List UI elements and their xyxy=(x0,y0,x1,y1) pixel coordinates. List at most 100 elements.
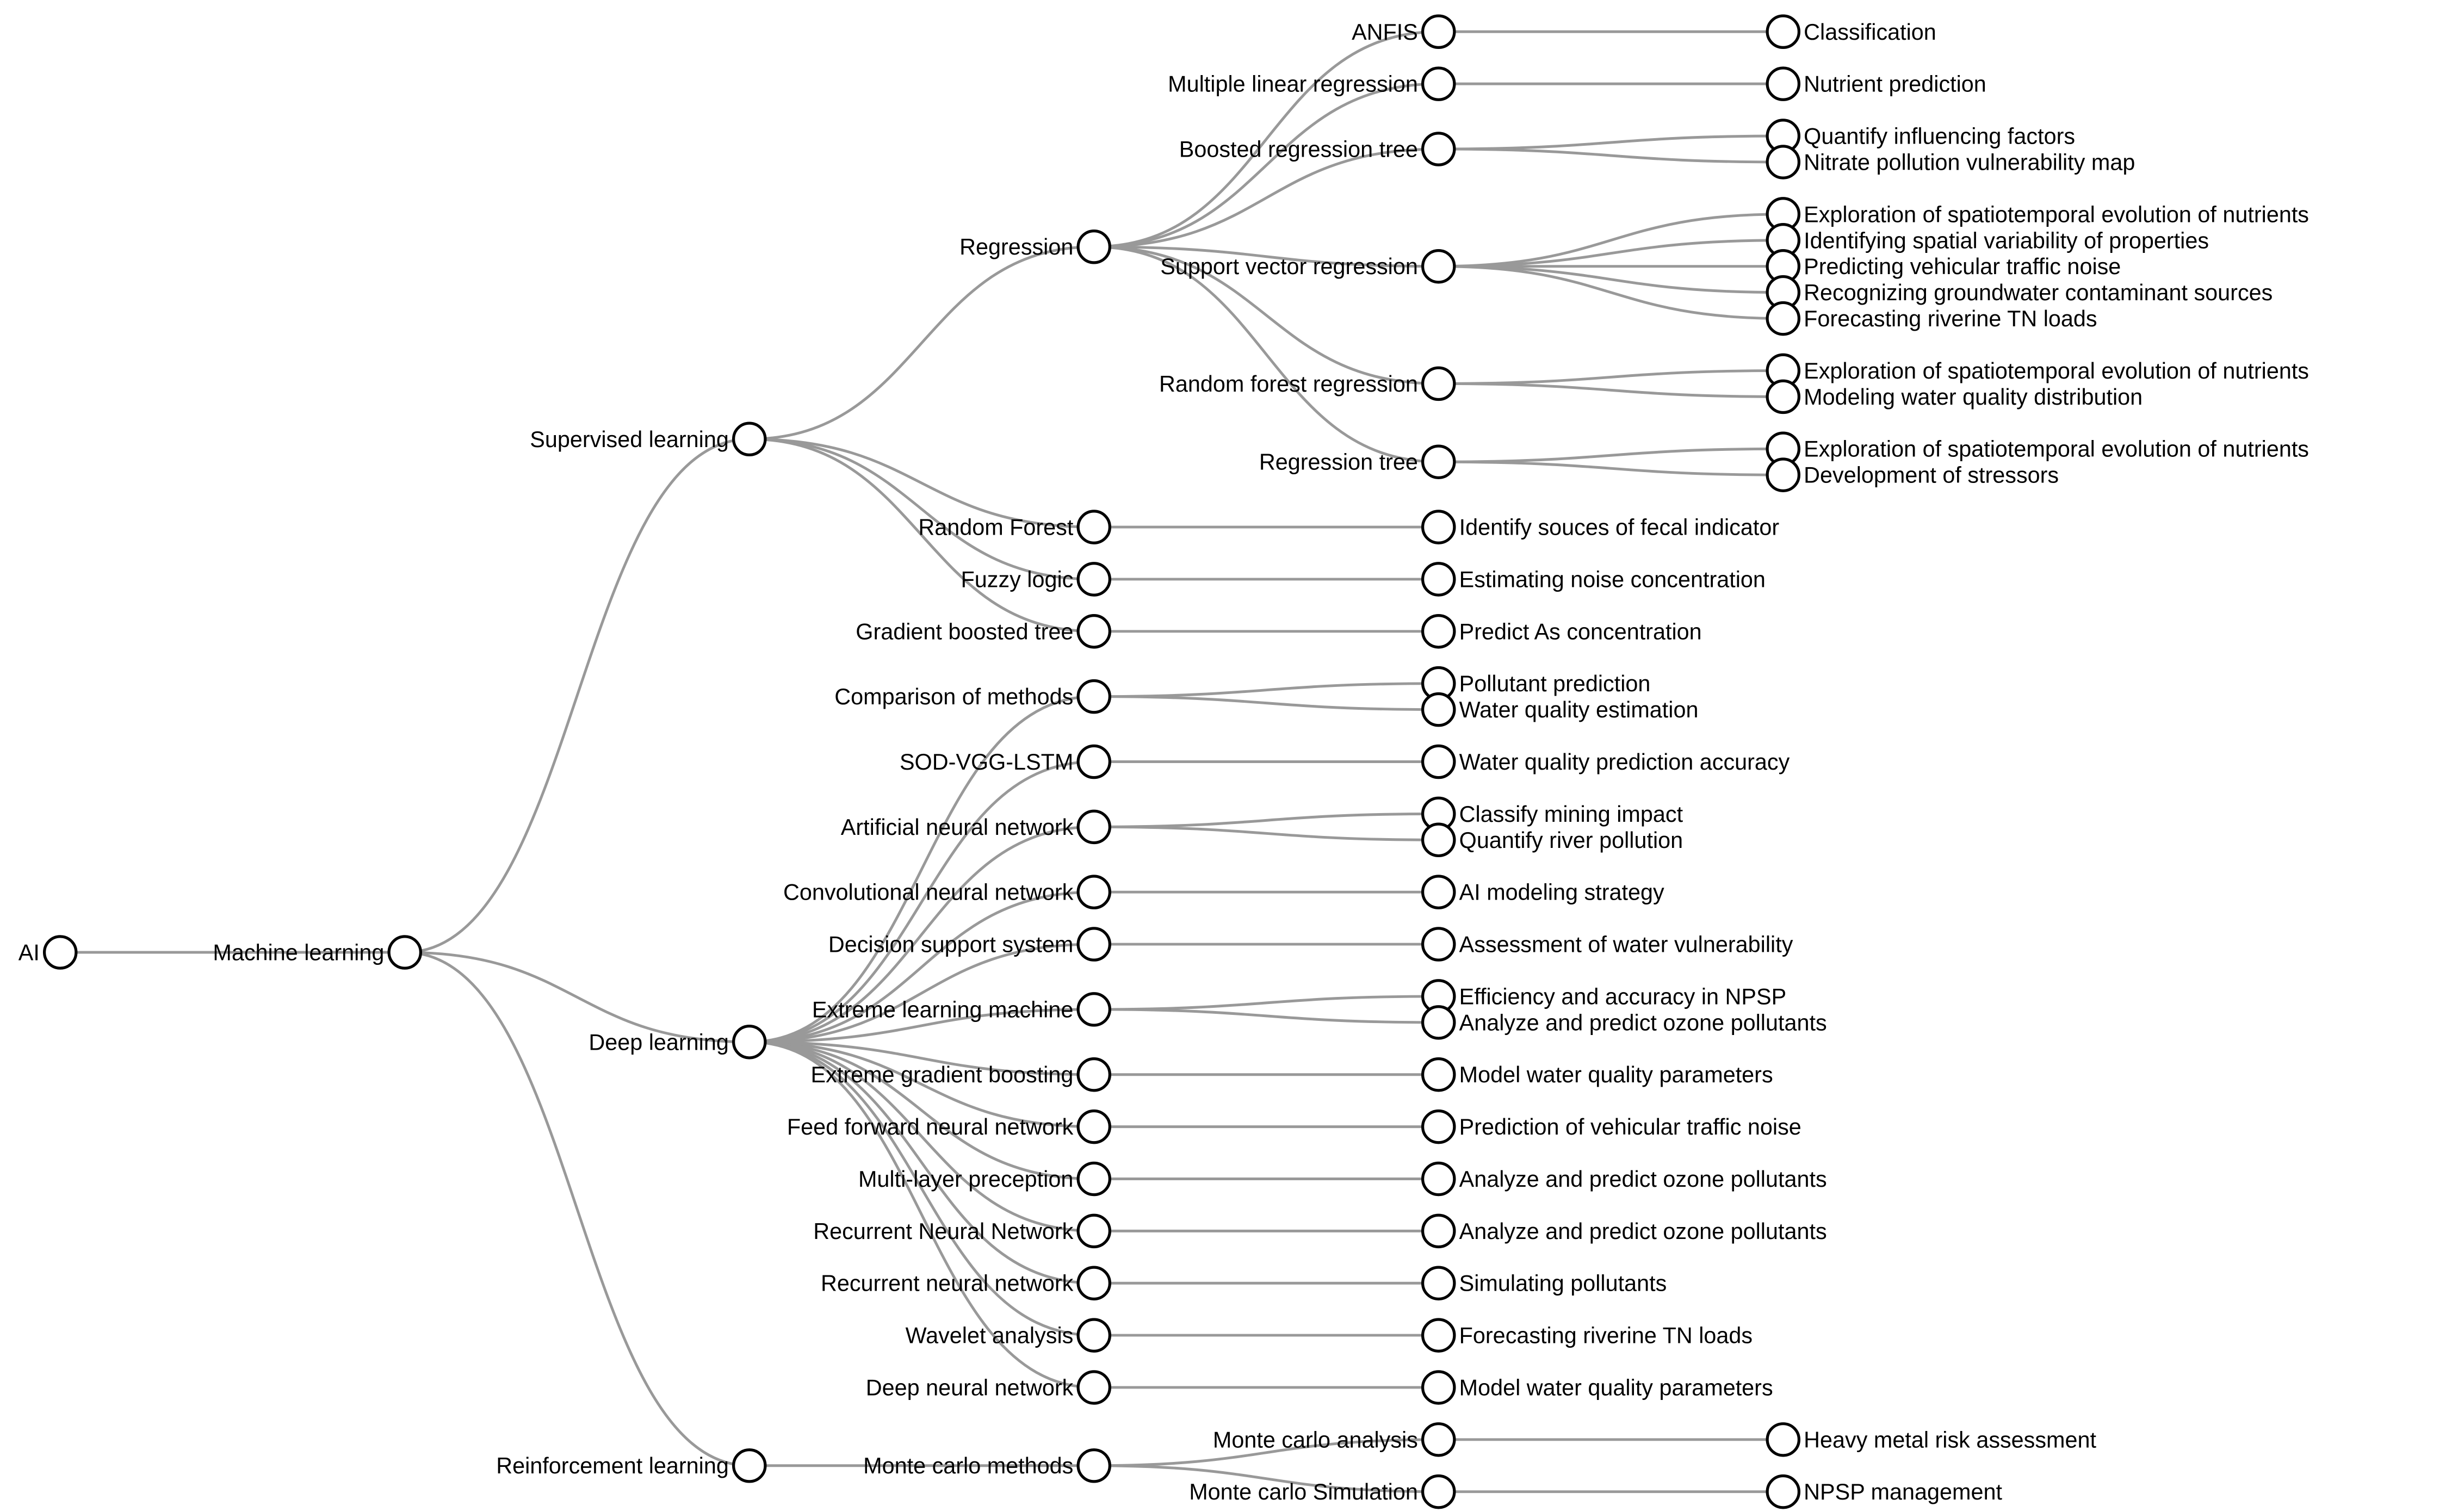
tree-node-circle xyxy=(1076,927,1112,962)
tree-node-label: Classify mining impact xyxy=(1459,802,1683,827)
tree-node-label: Exploration of spatiotemporal evolution … xyxy=(1804,202,2309,227)
tree-node-label: Monte carlo analysis xyxy=(1213,1427,1418,1452)
tree-node-circle xyxy=(1421,744,1456,779)
tree-link xyxy=(749,1040,1094,1129)
tree-link xyxy=(1438,265,1784,294)
tree-link xyxy=(1438,460,1784,476)
tree-link xyxy=(1094,30,1439,249)
tree-node-label: Supervised learning xyxy=(530,427,729,452)
tree-node-circle xyxy=(1421,614,1456,649)
tree-node-label: Decision support system xyxy=(828,932,1074,957)
tree-link xyxy=(749,695,1094,1044)
tree-link xyxy=(405,951,750,1467)
tree-node-label: Regression xyxy=(959,234,1073,259)
tree-node-label: Simulating pollutants xyxy=(1459,1271,1667,1296)
tree-node-circle xyxy=(732,422,767,457)
tree-link xyxy=(1438,213,1784,268)
tree-link xyxy=(1094,245,1439,268)
tree-link xyxy=(749,1040,1094,1285)
tree-node-circle xyxy=(1076,875,1112,909)
tree-node-circle xyxy=(1421,14,1456,49)
tree-link xyxy=(749,1008,1094,1044)
tree-node-label: Extreme gradient boosting xyxy=(811,1062,1074,1087)
tree-node-label: Model water quality parameters xyxy=(1459,1062,1773,1087)
tree-node-label: Deep neural network xyxy=(866,1375,1074,1400)
tree-node-circle xyxy=(1766,457,1801,492)
tree-node-circle xyxy=(1421,1266,1456,1300)
tree-node-circle xyxy=(1421,249,1456,284)
tree-node-label: Fuzzy logic xyxy=(961,567,1074,592)
tree-node-circle xyxy=(1421,927,1456,962)
tree-node-circle xyxy=(1421,1161,1456,1197)
tree-node-circle xyxy=(42,935,78,970)
tree-node-label: Analyze and predict ozone pollutants xyxy=(1459,1167,1827,1192)
tree-node-circle xyxy=(1421,1318,1456,1353)
tree-node-label: Efficiency and accuracy in NPSP xyxy=(1459,984,1787,1009)
tree-node-label: Prediction of vehicular traffic noise xyxy=(1459,1114,1801,1139)
tree-node-label: Extreme learning machine xyxy=(812,997,1073,1022)
tree-link xyxy=(1438,369,1784,385)
tree-node-label: Predicting vehicular traffic noise xyxy=(1804,254,2121,279)
tree-node-label: Analyze and predict ozone pollutants xyxy=(1459,1219,1827,1244)
tree-node-label: Modeling water quality distribution xyxy=(1804,385,2143,410)
tree-node-circle xyxy=(1076,992,1112,1027)
tree-node-circle xyxy=(1421,66,1456,101)
tree-node-circle xyxy=(1421,1213,1456,1249)
tree-node-circle xyxy=(1421,510,1456,544)
tree-node-label: ANFIS xyxy=(1352,20,1418,45)
tree-node-circle xyxy=(1421,1057,1456,1092)
tree-node-label: Machine learning xyxy=(213,940,384,965)
tree-node-label: Classification xyxy=(1804,20,1936,45)
tree-node-circle xyxy=(1076,1213,1112,1249)
tree-link xyxy=(749,437,1094,581)
tree-link xyxy=(1094,245,1439,463)
tree-node-label: Exploration of spatiotemporal evolution … xyxy=(1804,437,2309,462)
tree-link xyxy=(1094,682,1439,698)
tree-link xyxy=(1094,812,1439,828)
tree-node-label: Reinforcement learning xyxy=(496,1453,729,1478)
tree-node-circle xyxy=(1421,1370,1456,1405)
tree-link xyxy=(749,760,1094,1044)
tree-node-label: Comparison of methods xyxy=(834,684,1073,709)
tree-link xyxy=(749,1040,1094,1232)
tree-node-circle xyxy=(1076,1057,1112,1092)
tree-node-circle xyxy=(1766,1422,1801,1457)
tree-node-label: Estimating noise concentration xyxy=(1459,567,1766,592)
tree-node-label: Convolutional neural network xyxy=(783,880,1074,905)
tree-node-label: NPSP management xyxy=(1804,1479,2002,1504)
tree-link xyxy=(749,1040,1094,1076)
tree-node-circle xyxy=(1766,1474,1801,1509)
tree-link xyxy=(1438,447,1784,463)
tree-node-label: Multi-layer preception xyxy=(858,1167,1073,1192)
tree-node-label: Pollutant prediction xyxy=(1459,671,1651,696)
tree-link xyxy=(749,437,1094,633)
tree-node-circle xyxy=(1076,679,1112,714)
tree-link xyxy=(1094,1008,1439,1024)
tree-node-circle xyxy=(1421,1005,1456,1040)
tree-node-circle xyxy=(1421,1422,1456,1457)
tree-node-circle xyxy=(1076,809,1112,845)
tree-node-label: Recurrent Neural Network xyxy=(813,1219,1073,1244)
tree-node-circle xyxy=(732,1025,767,1059)
tree-node-label: Random forest regression xyxy=(1159,371,1418,396)
tree-link xyxy=(1094,147,1439,249)
tree-node-label: Forecasting riverine TN loads xyxy=(1459,1323,1753,1348)
tree-node-label: Development of stressors xyxy=(1804,463,2059,488)
tree-node-label: Analyze and predict ozone pollutants xyxy=(1459,1010,1827,1035)
tree-node-circle xyxy=(1421,1474,1456,1509)
tree-link xyxy=(1438,265,1784,320)
tree-node-circle xyxy=(1076,1370,1112,1405)
tree-link xyxy=(1094,1438,1439,1467)
tree-node-circle xyxy=(1421,1109,1456,1144)
tree-node-circle xyxy=(1076,1161,1112,1197)
tree-node-label: Forecasting riverine TN loads xyxy=(1804,306,2097,331)
tree-link xyxy=(405,437,750,954)
tree-node-label: Identify souces of fecal indicator xyxy=(1459,515,1780,540)
tree-link xyxy=(1438,147,1784,164)
tree-node-circle xyxy=(1421,822,1456,858)
tree-node-label: AI xyxy=(18,940,40,965)
tree-node-circle xyxy=(1421,692,1456,727)
tree-node-circle xyxy=(1766,66,1801,101)
tree-node-label: Identifying spatial variability of prope… xyxy=(1804,228,2209,253)
tree-node-label: SOD-VGG-LSTM xyxy=(900,749,1073,774)
